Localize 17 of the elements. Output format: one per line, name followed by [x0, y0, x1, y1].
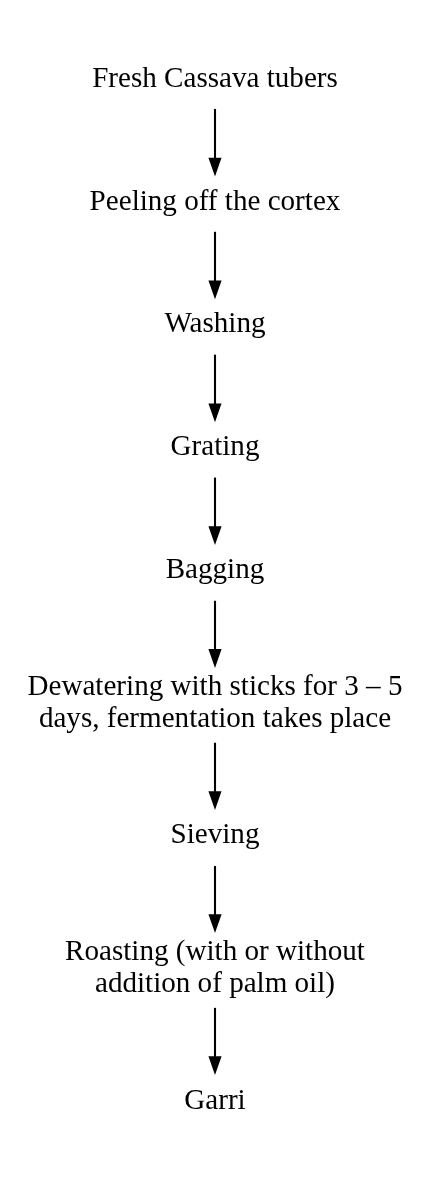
arrow: [208, 231, 222, 299]
node-text: Fresh Cassava tubers: [92, 60, 338, 93]
arrow: [208, 354, 222, 422]
node-text: Washing: [164, 305, 266, 338]
arrow: [208, 1007, 222, 1075]
node-text: Roasting (with or without addition of palm oil): [65, 933, 365, 998]
arrow: [208, 108, 222, 176]
node-text: Sieving: [170, 816, 260, 849]
arrow: [208, 865, 222, 933]
arrow: [208, 742, 222, 810]
node-text: Bagging: [165, 551, 265, 584]
node-text: Peeling off the cortex: [89, 183, 341, 216]
arrow: [208, 477, 222, 545]
node-text: Garri: [184, 1082, 246, 1115]
node-text: Dewatering with sticks for 3 – 5 days, fermentation takes place: [27, 668, 403, 733]
node-text: Grating: [170, 428, 260, 461]
arrow: [208, 600, 222, 668]
